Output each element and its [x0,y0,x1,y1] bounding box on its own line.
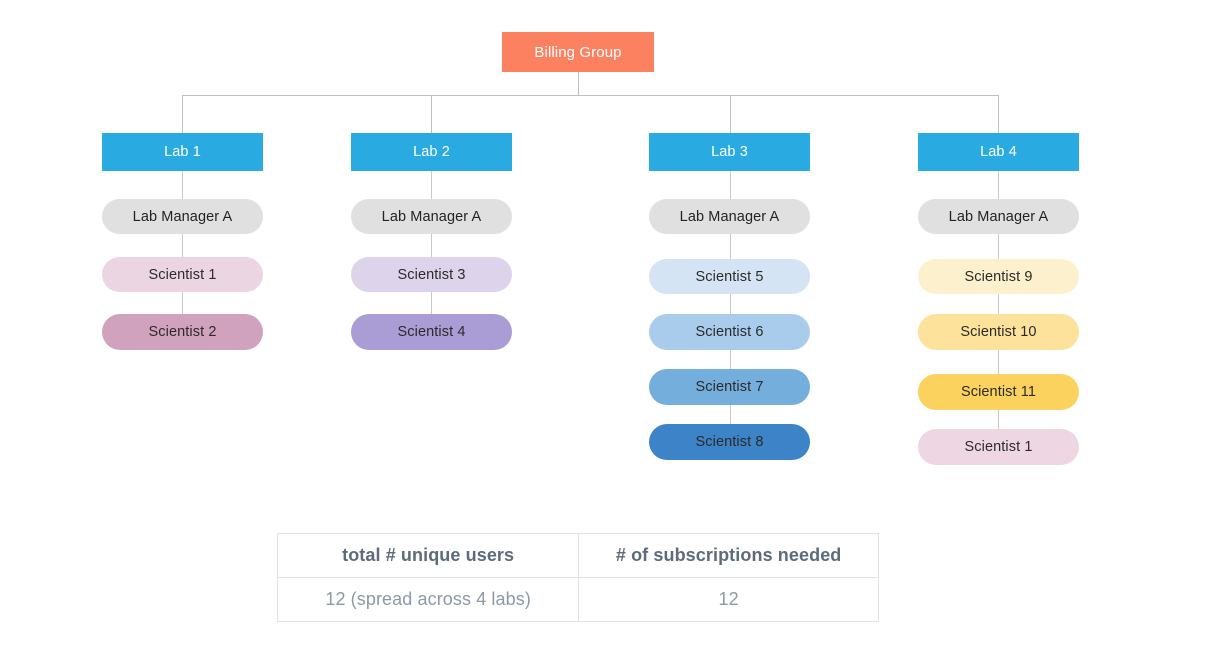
scientist-pill-4-2[interactable]: Scientist 10 [918,314,1079,350]
lab-header-1[interactable]: Lab 1 [102,133,263,171]
scientist-label: Scientist 3 [397,266,466,283]
scientist-pill-4-4[interactable]: Scientist 1 [918,429,1079,465]
lab-manager-pill-4-0[interactable]: Lab Manager A [918,199,1079,234]
connector-root-stem [578,72,579,95]
lab-header-2[interactable]: Lab 2 [351,133,512,171]
scientist-label: Scientist 8 [695,434,764,450]
scientist-pill-2-2[interactable]: Scientist 4 [351,314,512,350]
scientist-label: Scientist 2 [148,324,217,340]
lab-manager-pill-1-0[interactable]: Lab Manager A [102,199,263,234]
lab-manager-label: Lab Manager A [948,208,1049,225]
scientist-label: Scientist 1 [964,439,1033,455]
table-cell-subscriptions: 12 [578,577,879,622]
scientist-pill-1-1[interactable]: Scientist 1 [102,257,263,292]
scientist-pill-3-1[interactable]: Scientist 5 [649,259,810,294]
scientist-pill-3-4[interactable]: Scientist 8 [649,424,810,460]
lab-manager-label: Lab Manager A [679,208,780,225]
scientist-label: Scientist 7 [695,379,764,395]
scientist-pill-4-1[interactable]: Scientist 9 [918,259,1079,294]
lab-header-label: Lab 1 [164,144,201,160]
billing-group-label: Billing Group [534,43,622,61]
scientist-label: Scientist 1 [148,266,217,283]
table-header-subscriptions: # of subscriptions needed [578,533,879,578]
connector-drop-lab-4 [998,95,999,133]
connector-drop-lab-2 [431,95,432,133]
scientist-pill-3-3[interactable]: Scientist 7 [649,369,810,405]
connector-drop-lab-3 [730,95,731,133]
lab-manager-label: Lab Manager A [381,208,482,225]
scientist-pill-3-2[interactable]: Scientist 6 [649,314,810,350]
table-row: 12 (spread across 4 labs) 12 [276,577,879,622]
scientist-pill-4-3[interactable]: Scientist 11 [918,374,1079,410]
scientist-label: Scientist 4 [397,324,466,340]
table-header-unique-users: total # unique users [276,533,580,578]
lab-manager-pill-3-0[interactable]: Lab Manager A [649,199,810,234]
lab-header-label: Lab 3 [711,144,748,160]
scientist-pill-2-1[interactable]: Scientist 3 [351,257,512,292]
connector-horizontal-bus [182,95,998,96]
scientist-label: Scientist 6 [695,324,764,340]
scientist-label: Scientist 10 [960,324,1037,340]
summary-table: total # unique users # of subscriptions … [276,533,879,622]
scientist-label: Scientist 11 [960,384,1037,400]
billing-group-node[interactable]: Billing Group [502,32,654,72]
lab-header-label: Lab 2 [413,144,450,160]
lab-header-label: Lab 4 [980,144,1017,160]
lab-header-4[interactable]: Lab 4 [918,133,1079,171]
lab-manager-label: Lab Manager A [132,208,233,225]
scientist-label: Scientist 5 [695,268,764,285]
connector-drop-lab-1 [182,95,183,133]
table-header-row: total # unique users # of subscriptions … [276,533,879,578]
lab-header-3[interactable]: Lab 3 [649,133,810,171]
scientist-label: Scientist 9 [964,268,1033,285]
scientist-pill-1-2[interactable]: Scientist 2 [102,314,263,350]
table-cell-unique-users: 12 (spread across 4 labs) [276,577,580,622]
lab-manager-pill-2-0[interactable]: Lab Manager A [351,199,512,234]
